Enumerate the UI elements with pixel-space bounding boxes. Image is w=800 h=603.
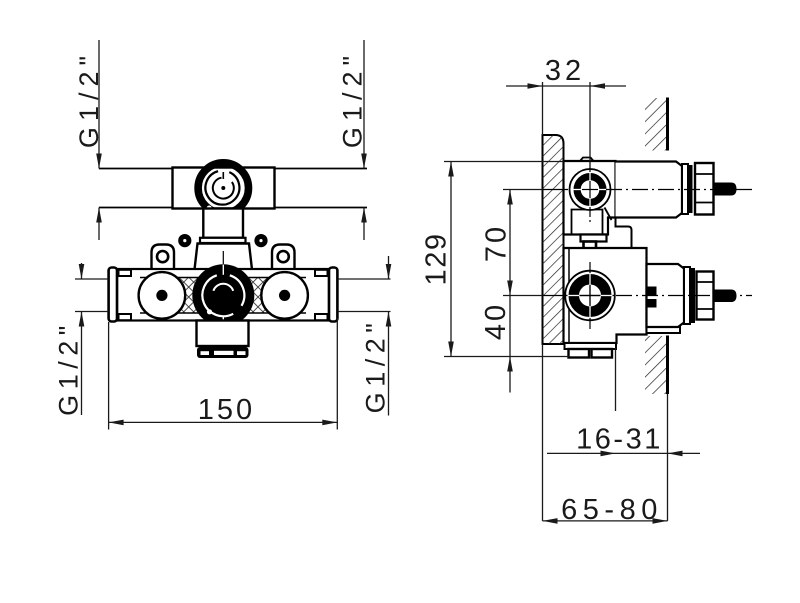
svg-text:16-31: 16-31 [576,424,663,456]
svg-text:G1/2": G1/2" [74,50,104,148]
svg-text:150: 150 [198,394,255,426]
svg-text:129: 129 [421,233,453,286]
svg-text:65-80: 65-80 [561,494,663,526]
svg-text:G1/2": G1/2" [361,318,391,414]
svg-text:40: 40 [480,302,512,340]
svg-text:G1/2": G1/2" [54,320,84,416]
svg-text:70: 70 [481,224,513,262]
svg-text:G1/2": G1/2" [338,50,368,148]
svg-text:32: 32 [545,55,585,87]
